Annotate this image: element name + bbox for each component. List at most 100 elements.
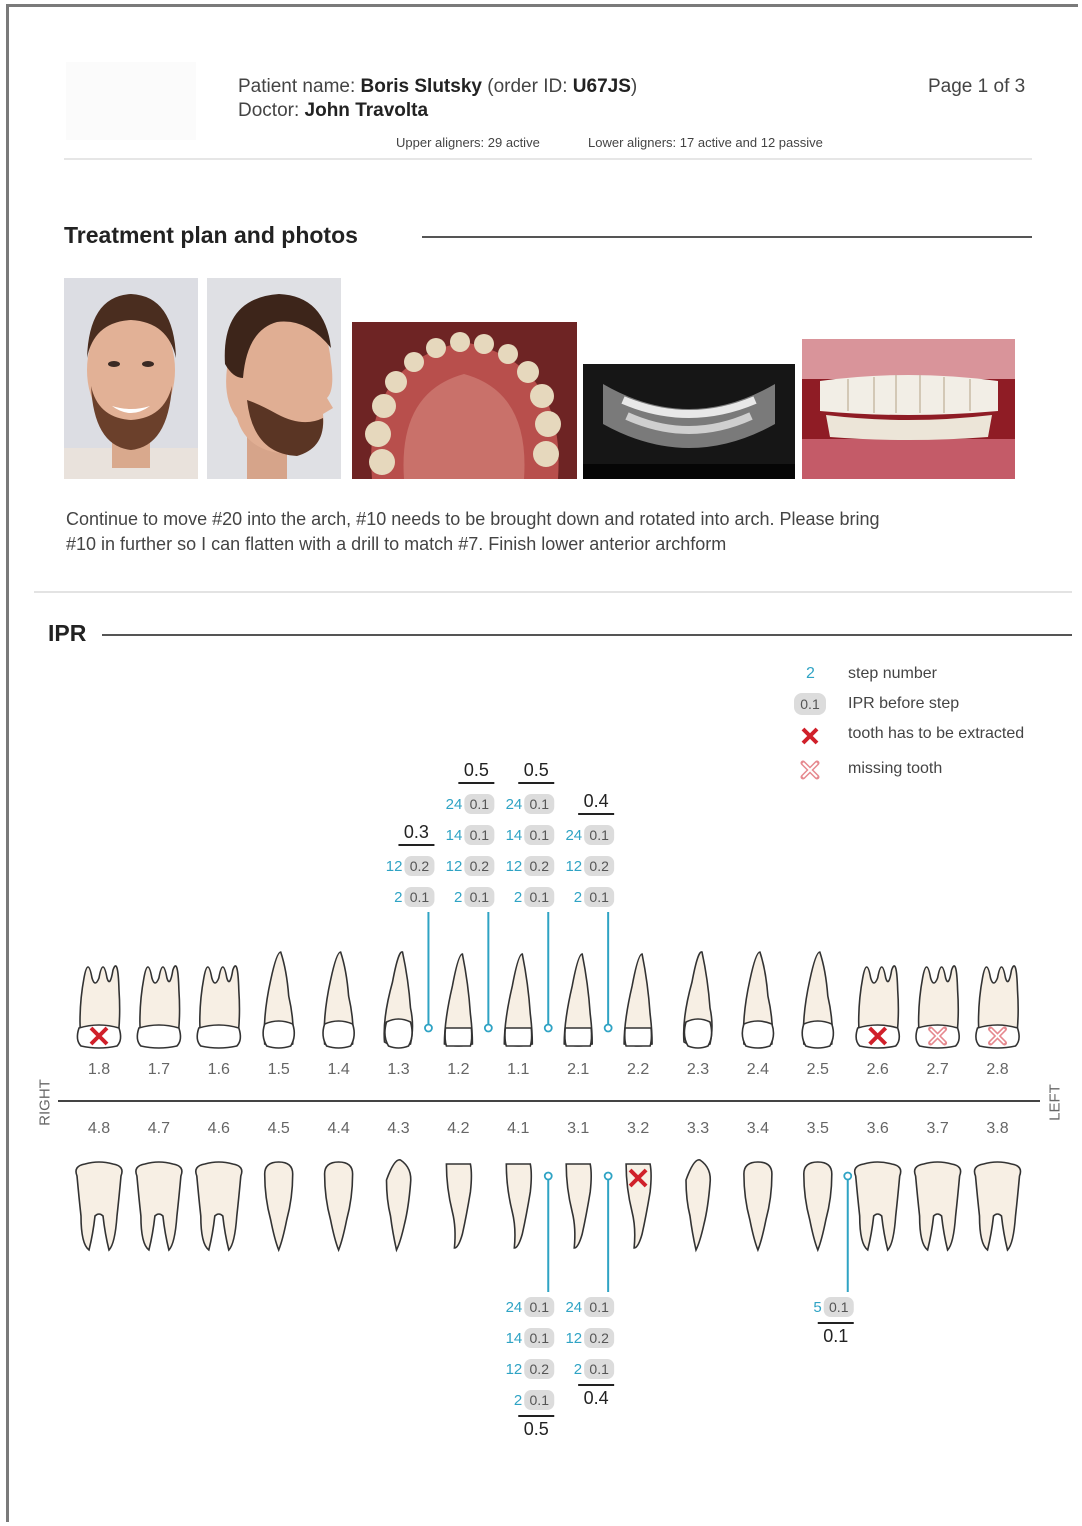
upper-tooth: [624, 954, 652, 1046]
upper-tooth-crown: [684, 1019, 711, 1048]
ipr-amount: 0.1: [829, 1299, 849, 1315]
lower-tooth: [265, 1162, 293, 1250]
upper-tooth: [263, 952, 294, 1048]
lower-tooth: [196, 1162, 242, 1250]
ipr-connector-dot: [545, 1173, 552, 1180]
upper-tooth-crown: [197, 1025, 240, 1048]
ipr-step-number: 2: [574, 889, 582, 906]
lower-tooth: [76, 1162, 122, 1250]
lower-tooth-root: [975, 1162, 1021, 1250]
ipr-step-number: 12: [565, 1330, 582, 1347]
ipr-step-number: 12: [565, 858, 582, 875]
lower-tooth-root: [136, 1162, 182, 1250]
upper-tooth-crown: [802, 1021, 833, 1048]
ipr-total: 0.5: [524, 760, 549, 780]
ipr-step-number: 12: [506, 858, 523, 875]
ipr-step-number: 2: [394, 889, 402, 906]
ipr-amount: 0.1: [530, 827, 550, 843]
lower-tooth-root: [446, 1164, 471, 1248]
ipr-amount: 0.1: [470, 796, 490, 812]
ipr-amount: 0.1: [530, 1299, 550, 1315]
ipr-amount: 0.2: [589, 858, 609, 874]
lower-tooth-root: [915, 1162, 961, 1250]
ipr-step-number: 12: [386, 858, 403, 875]
lower-tooth-root: [804, 1162, 832, 1250]
lower-tooth: [975, 1162, 1021, 1250]
ipr-step-number: 2: [514, 889, 522, 906]
lower-tooth: [744, 1162, 772, 1250]
lower-tooth-root: [76, 1162, 122, 1250]
lower-tooth-root: [855, 1162, 901, 1250]
ipr-total: 0.4: [584, 791, 609, 811]
ipr-step-number: 12: [506, 1361, 523, 1378]
lower-tooth: [387, 1160, 411, 1250]
ipr-connector-dot: [485, 1025, 492, 1032]
ipr-step-number: 14: [506, 1330, 523, 1347]
upper-tooth: [384, 952, 412, 1048]
ipr-amount: 0.1: [589, 827, 609, 843]
upper-tooth-crown: [625, 1028, 652, 1046]
ipr-amount: 0.1: [530, 1330, 550, 1346]
ipr-total: 0.4: [584, 1388, 609, 1408]
upper-tooth: [444, 954, 472, 1046]
lower-tooth: [804, 1162, 832, 1250]
ipr-amount: 0.1: [410, 889, 430, 905]
lower-tooth-root: [325, 1162, 353, 1250]
upper-tooth: [197, 966, 240, 1048]
ipr-step-number: 2: [454, 889, 462, 906]
ipr-amount: 0.2: [410, 858, 430, 874]
upper-tooth-crown: [263, 1021, 294, 1048]
upper-tooth-crown: [445, 1028, 472, 1046]
ipr-total: 0.1: [823, 1326, 848, 1346]
upper-tooth: [137, 966, 180, 1048]
upper-tooth: [564, 954, 592, 1046]
upper-tooth-crown: [137, 1025, 180, 1048]
lower-tooth-root: [686, 1160, 710, 1250]
lower-tooth-root: [196, 1162, 242, 1250]
ipr-step-number: 14: [446, 827, 463, 844]
ipr-connector-dot: [605, 1173, 612, 1180]
ipr-connector-dot: [425, 1025, 432, 1032]
upper-tooth: [742, 952, 773, 1048]
upper-tooth-crown: [742, 1021, 773, 1048]
lower-tooth-root: [566, 1164, 591, 1248]
lower-tooth: [915, 1162, 961, 1250]
ipr-step-number: 24: [565, 827, 582, 844]
upper-tooth: [684, 952, 712, 1048]
lower-tooth: [855, 1162, 901, 1250]
ipr-connector-dot: [605, 1025, 612, 1032]
lower-tooth: [325, 1162, 353, 1250]
ipr-step-number: 24: [506, 1299, 523, 1316]
upper-tooth: [323, 952, 354, 1048]
lower-tooth: [446, 1164, 471, 1248]
upper-tooth-crown: [385, 1019, 412, 1048]
upper-tooth-crown: [565, 1028, 592, 1046]
ipr-step-number: 2: [514, 1392, 522, 1409]
ipr-amount: 0.1: [589, 1361, 609, 1377]
ipr-total: 0.3: [404, 822, 429, 842]
ipr-total: 0.5: [464, 760, 489, 780]
ipr-step-number: 24: [565, 1299, 582, 1316]
ipr-amount: 0.1: [470, 827, 490, 843]
upper-tooth-crown: [323, 1021, 354, 1048]
lower-tooth: [506, 1164, 531, 1248]
lower-tooth-root: [506, 1164, 531, 1248]
ipr-amount: 0.1: [589, 889, 609, 905]
upper-tooth-crown: [505, 1028, 532, 1046]
lower-tooth: [566, 1164, 591, 1248]
ipr-amount: 0.2: [470, 858, 490, 874]
upper-tooth: [916, 966, 959, 1048]
ipr-step-number: 2: [574, 1361, 582, 1378]
upper-tooth: [802, 952, 833, 1048]
upper-tooth: [504, 954, 532, 1046]
lower-tooth: [136, 1162, 182, 1250]
ipr-amount: 0.1: [530, 796, 550, 812]
ipr-amount: 0.2: [530, 858, 550, 874]
ipr-connector-dot: [545, 1025, 552, 1032]
lower-tooth: [686, 1160, 710, 1250]
ipr-step-number: 12: [446, 858, 463, 875]
upper-tooth: [77, 966, 120, 1048]
ipr-step-number: 5: [813, 1299, 821, 1316]
lower-tooth-root: [265, 1162, 293, 1250]
